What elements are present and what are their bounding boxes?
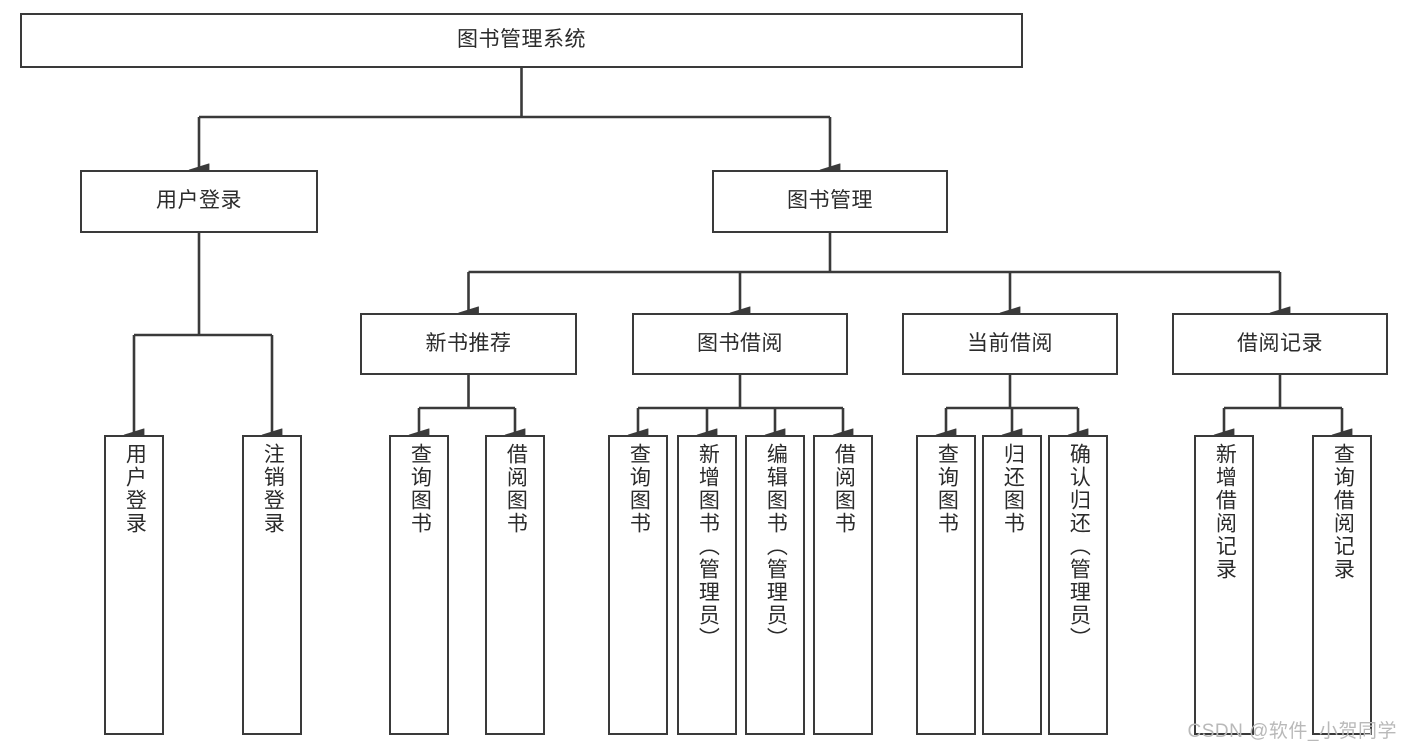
leaf-query-borrow-record[interactable]: 查询借阅记录 <box>1312 435 1372 735</box>
node-user-login[interactable]: 用户登录 <box>80 170 318 233</box>
leaf-add-book-admin-label: 新增图书（管理员） <box>696 443 720 650</box>
leaf-query-book-borrow-label: 查询图书 <box>627 443 651 535</box>
node-book-management[interactable]: 图书管理 <box>712 170 948 233</box>
node-user-login-label: 用户登录 <box>156 189 242 213</box>
leaf-confirm-return-admin-label: 确认归还（管理员） <box>1067 443 1091 650</box>
node-new-book-recommend-label: 新书推荐 <box>425 331 512 355</box>
leaf-borrow-book-recommend-label: 借阅图书 <box>504 443 528 535</box>
leaf-user-login[interactable]: 用户登录 <box>104 435 164 735</box>
leaf-query-book-current-label: 查询图书 <box>935 443 959 535</box>
node-current-borrow[interactable]: 当前借阅 <box>902 313 1118 375</box>
node-new-book-recommend[interactable]: 新书推荐 <box>360 313 577 375</box>
leaf-query-book-recommend[interactable]: 查询图书 <box>389 435 449 735</box>
leaf-borrow-book-label: 借阅图书 <box>832 443 856 535</box>
node-book-borrow-label: 图书借阅 <box>697 331 783 355</box>
leaf-add-borrow-record-label: 新增借阅记录 <box>1213 443 1237 581</box>
node-root-label: 图书管理系统 <box>457 28 586 52</box>
leaf-logout[interactable]: 注销登录 <box>242 435 302 735</box>
leaf-logout-label: 注销登录 <box>261 443 285 535</box>
leaf-return-book-label: 归还图书 <box>1001 443 1025 535</box>
node-borrow-records[interactable]: 借阅记录 <box>1172 313 1388 375</box>
leaf-query-book-current[interactable]: 查询图书 <box>916 435 976 735</box>
leaf-add-borrow-record[interactable]: 新增借阅记录 <box>1194 435 1254 735</box>
node-book-management-label: 图书管理 <box>787 189 873 213</box>
node-root[interactable]: 图书管理系统 <box>20 13 1023 68</box>
node-book-borrow[interactable]: 图书借阅 <box>632 313 848 375</box>
leaf-query-book-recommend-label: 查询图书 <box>408 443 432 535</box>
node-borrow-records-label: 借阅记录 <box>1237 331 1323 355</box>
leaf-user-login-label: 用户登录 <box>123 443 147 535</box>
leaf-query-borrow-record-label: 查询借阅记录 <box>1331 443 1355 581</box>
leaf-add-book-admin[interactable]: 新增图书（管理员） <box>677 435 737 735</box>
node-current-borrow-label: 当前借阅 <box>967 331 1053 355</box>
leaf-borrow-book-recommend[interactable]: 借阅图书 <box>485 435 545 735</box>
leaf-query-book-borrow[interactable]: 查询图书 <box>608 435 668 735</box>
leaf-edit-book-admin-label: 编辑图书（管理员） <box>764 443 788 650</box>
leaf-confirm-return-admin[interactable]: 确认归还（管理员） <box>1048 435 1108 735</box>
leaf-edit-book-admin[interactable]: 编辑图书（管理员） <box>745 435 805 735</box>
leaf-return-book[interactable]: 归还图书 <box>982 435 1042 735</box>
leaf-borrow-book[interactable]: 借阅图书 <box>813 435 873 735</box>
